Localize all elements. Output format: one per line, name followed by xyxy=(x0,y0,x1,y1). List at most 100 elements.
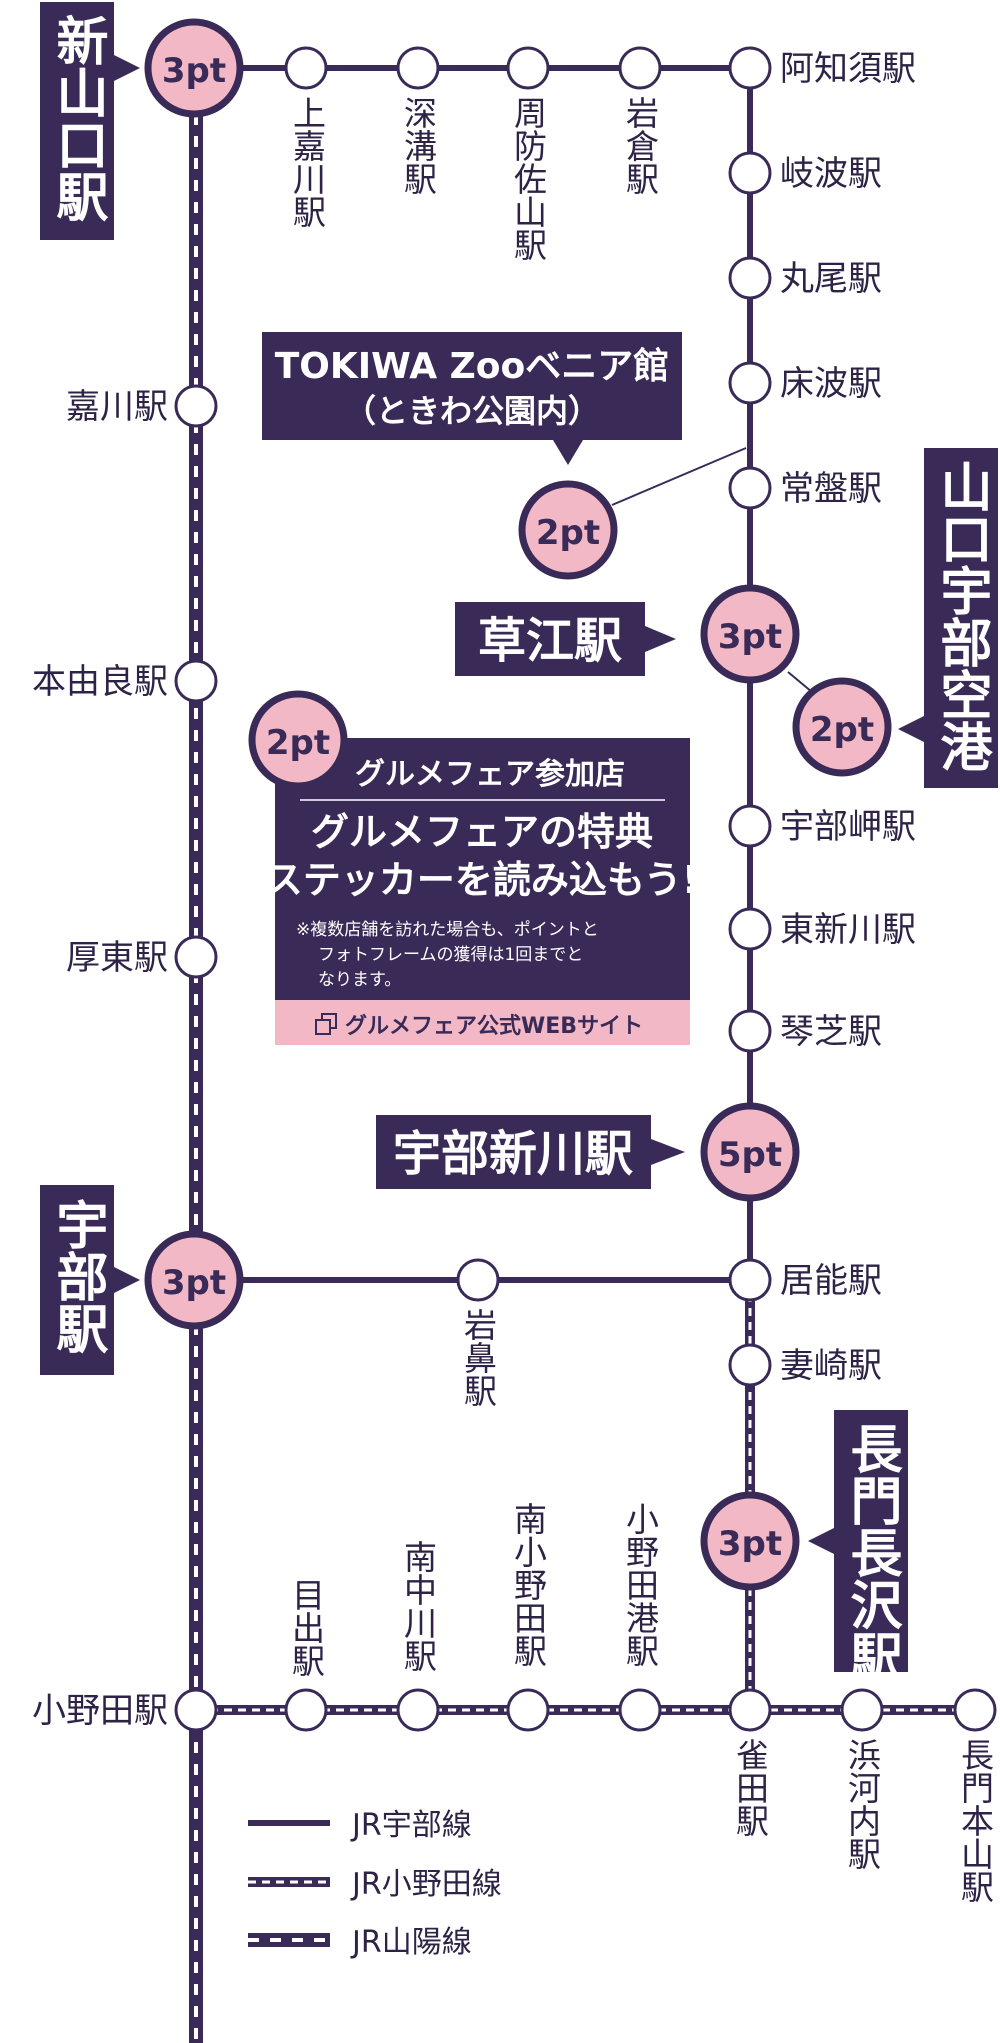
gourmet-note-2: フォトフレームの獲得は1回までと xyxy=(318,945,583,965)
station-marker-achisu xyxy=(728,46,772,90)
gourmet-pt: 2pt xyxy=(248,690,348,790)
gourmet-title-2: ステッカーを読み込もう! xyxy=(265,858,699,902)
station-achisu: 阿知須駅 xyxy=(780,49,916,89)
tokiwa-zoo-label: TOKIWA Zooベニア館 （ときわ公園内） xyxy=(262,332,682,465)
minor-station-markers xyxy=(174,46,997,1732)
station-marker-suosayama xyxy=(506,46,550,90)
station-kagawa: 嘉川駅 xyxy=(66,387,168,427)
pt-circles: 3pt 3pt 3pt 2pt 2pt 2pt 5pt 3pt xyxy=(144,18,892,1591)
nagato-nagasawa-label: 長門長沢駅 xyxy=(808,1410,908,1682)
airport-pt-text: 2pt xyxy=(810,710,874,750)
station-marker-kamikagawa xyxy=(284,46,328,90)
ube-pt: 3pt xyxy=(144,1230,244,1330)
legend-ube-label: JR宇部線 xyxy=(350,1808,472,1843)
station-atsuto: 厚東駅 xyxy=(66,938,168,978)
legend-onoda-label: JR小野田線 xyxy=(350,1867,502,1902)
station-marker-atsuto xyxy=(174,935,218,979)
station-minaminakagawa: 南中川駅 xyxy=(399,1540,438,1672)
station-marker-higashishinkawa xyxy=(728,907,772,951)
kusae-pt: 3pt xyxy=(700,584,800,684)
airport-connector xyxy=(787,671,813,693)
nagato-nagasawa-pt-text: 3pt xyxy=(718,1524,782,1564)
station-marker-motoyura xyxy=(174,659,218,703)
station-marker-inou xyxy=(728,1258,772,1302)
station-marker-mesaki xyxy=(728,1343,772,1387)
station-inou: 居能駅 xyxy=(780,1261,882,1301)
station-marker-suzumeda xyxy=(728,1688,772,1732)
station-marker-hamakouchi xyxy=(840,1688,884,1732)
legend-ube-line: JR宇部線 xyxy=(248,1808,472,1843)
kusae-name: 草江駅 xyxy=(478,613,622,669)
nagato-nagasawa-pt: 3pt xyxy=(700,1491,800,1591)
station-marker-mede xyxy=(284,1688,328,1732)
station-hamakouchi: 浜河内駅 xyxy=(843,1738,882,1870)
station-higashishinkawa: 東新川駅 xyxy=(780,910,916,950)
airport-pt: 2pt xyxy=(792,677,892,777)
tokiwa-zoo-sub: （ときわ公園内） xyxy=(344,392,600,430)
station-tokiwa: 常盤駅 xyxy=(780,469,882,509)
station-fukamizo: 深溝駅 xyxy=(399,96,438,195)
tokiwa-zoo-name: TOKIWA Zooベニア館 xyxy=(275,345,670,387)
station-iwahana: 岩鼻駅 xyxy=(459,1308,498,1407)
shin-yamaguchi-name: 新山口駅 xyxy=(47,14,108,222)
station-onodako: 小野田港駅 xyxy=(621,1502,660,1667)
station-marker-maruo xyxy=(728,256,772,300)
station-labels: 上嘉川駅 深溝駅 周防佐山駅 岩倉駅 阿知須駅 岐波駅 丸尾駅 床波駅 常盤駅 … xyxy=(32,49,995,1903)
station-ubemisaki: 宇部岬駅 xyxy=(780,807,916,847)
ube-name: 宇部駅 xyxy=(47,1198,108,1354)
station-motoyura: 本由良駅 xyxy=(32,662,168,702)
station-marker-kotoshiba xyxy=(728,1009,772,1053)
tokiwa-spot-connector xyxy=(611,447,747,506)
station-marker-nagatomotoyama xyxy=(953,1688,997,1732)
station-mede: 目出駅 xyxy=(287,1578,326,1677)
station-marker-minamionoda xyxy=(506,1688,550,1732)
ube-shinkawa-pt-text: 5pt xyxy=(718,1135,782,1175)
gourmet-pt-text: 2pt xyxy=(266,723,330,763)
tokiwa-zoo-pt: 2pt xyxy=(518,480,618,580)
station-kotoshiba: 琴芝駅 xyxy=(780,1012,882,1052)
station-mesaki: 妻崎駅 xyxy=(780,1346,882,1386)
station-marker-tokonami xyxy=(728,361,772,405)
gourmet-note-3: なります。 xyxy=(318,970,401,990)
nagato-nagasawa-name: 長門長沢駅 xyxy=(841,1422,902,1682)
station-nagatomotoyama: 長門本山駅 xyxy=(956,1738,995,1903)
station-marker-onoda xyxy=(174,1688,218,1732)
shin-yamaguchi-pt-text: 3pt xyxy=(162,51,226,91)
station-iwakura: 岩倉駅 xyxy=(621,96,660,195)
station-marker-tokiwa xyxy=(728,466,772,510)
airport-label: 山口宇部空港 xyxy=(898,448,998,788)
legend-sanyo-line: JR山陽線 xyxy=(248,1925,472,1960)
airport-name: 山口宇部空港 xyxy=(931,460,992,772)
ube-shinkawa-pt: 5pt xyxy=(700,1102,800,1202)
shin-yamaguchi-pt: 3pt xyxy=(144,18,244,118)
ube-shinkawa-label: 宇部新川駅 xyxy=(376,1115,685,1189)
gourmet-website-link[interactable]: グルメフェア公式WEBサイト xyxy=(315,1013,643,1039)
shin-yamaguchi-label: 新山口駅 xyxy=(40,2,140,240)
gourmet-fair-panel: グルメフェア参加店 グルメフェアの特典 ステッカーを読み込もう! ※複数店舗を訪… xyxy=(265,738,699,1045)
kusae-pt-text: 3pt xyxy=(718,617,782,657)
station-marker-iwakura xyxy=(618,46,662,90)
kusae-label: 草江駅 xyxy=(455,602,676,676)
legend-onoda-line: JR小野田線 xyxy=(248,1867,502,1902)
external-link-icon xyxy=(315,1013,337,1035)
station-kiwa: 岐波駅 xyxy=(780,154,882,194)
station-marker-onodako xyxy=(618,1688,662,1732)
station-marker-minaminakagawa xyxy=(396,1688,440,1732)
station-kamikagawa: 上嘉川駅 xyxy=(288,96,327,228)
ube-shinkawa-name: 宇部新川駅 xyxy=(393,1126,633,1182)
gourmet-link-text[interactable]: グルメフェア公式WEBサイト xyxy=(345,1013,643,1039)
gourmet-header: グルメフェア参加店 xyxy=(355,757,625,792)
station-marker-kiwa xyxy=(728,151,772,195)
gourmet-note-1: ※複数店舗を訪れた場合も、ポイントと xyxy=(296,920,599,940)
station-minamionoda: 南小野田駅 xyxy=(509,1502,548,1667)
station-marker-fukamizo xyxy=(396,46,440,90)
station-marker-kagawa xyxy=(174,384,218,428)
ube-label: 宇部駅 xyxy=(40,1185,140,1375)
ube-pt-text: 3pt xyxy=(162,1263,226,1303)
station-suzumeda: 雀田駅 xyxy=(731,1738,770,1837)
gourmet-title-1: グルメフェアの特典 xyxy=(311,810,653,854)
station-tokonami: 床波駅 xyxy=(780,364,882,404)
legend-sanyo-label: JR山陽線 xyxy=(350,1925,472,1960)
station-marker-iwahana xyxy=(456,1258,500,1302)
